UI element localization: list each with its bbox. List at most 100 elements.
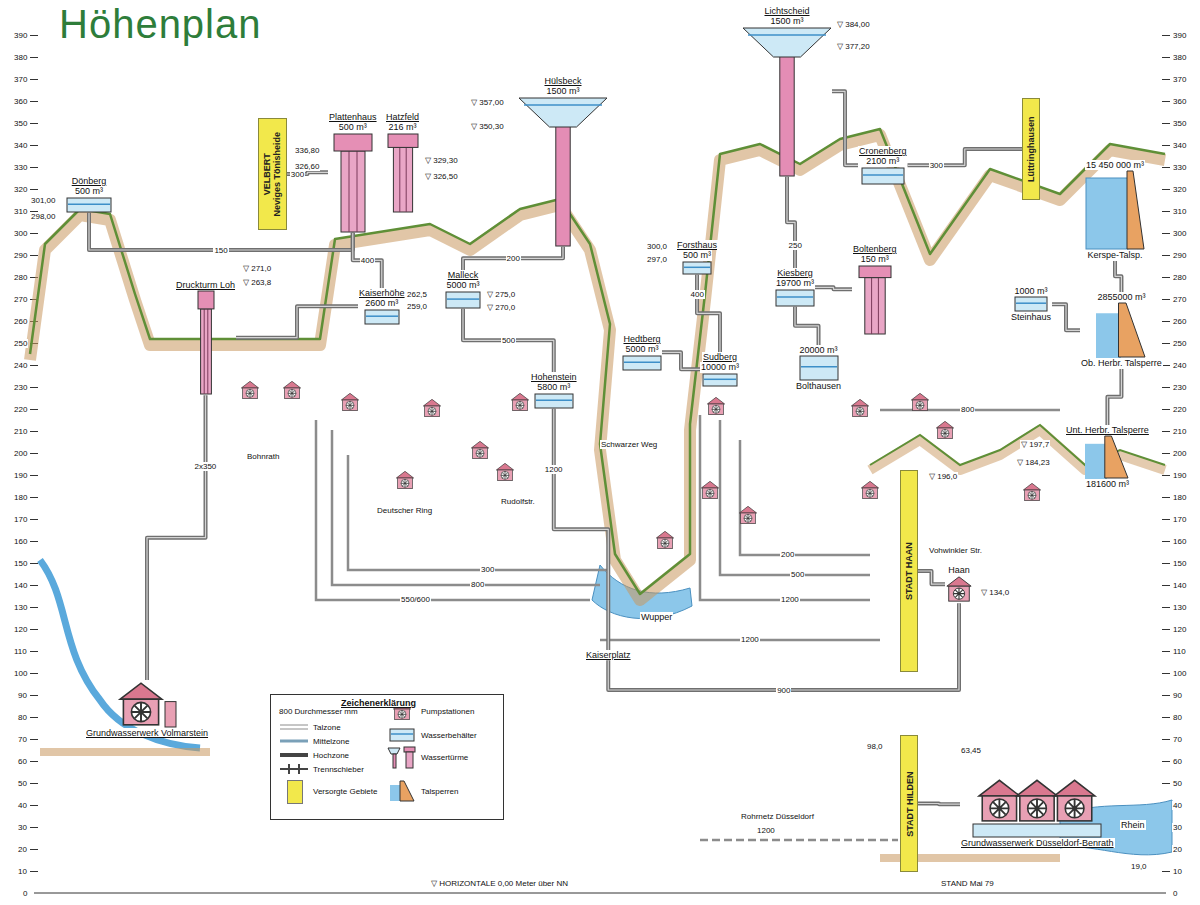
legend-text: Versorgte Gebiete (313, 787, 377, 796)
water-node: Hohenstein5800 m³ (530, 372, 578, 409)
node-name: Unt. Herbr. Talsperre (1065, 425, 1150, 435)
pump-station (471, 441, 488, 458)
pipe-diameter: 150 (213, 246, 228, 255)
plan-label: 300,0 (646, 242, 668, 251)
axis-value: 110 (13, 647, 28, 656)
pipe-inner (697, 275, 720, 352)
icon-svg (197, 290, 215, 395)
water-level (801, 366, 837, 368)
axis-value: 270 (1172, 295, 1187, 304)
axis-value: 70 (17, 735, 28, 744)
node-icon (534, 393, 574, 409)
axis-value: 60 (1172, 757, 1183, 766)
node-name: Kaiserplatz (585, 650, 632, 660)
plan-label: ▽ 184,23 (1016, 458, 1051, 467)
pipe-diameter: 300 (929, 161, 944, 170)
tank-body (446, 292, 480, 308)
legend-sample (279, 715, 309, 739)
legend-line (280, 740, 308, 743)
plan-label: 298,00 (30, 212, 56, 221)
node-icon (702, 373, 738, 387)
axis-value: 370 (13, 75, 28, 84)
node-value: 2600 m³ (364, 298, 399, 308)
axis-value: 200 (13, 449, 28, 458)
node-name: Hülsbeck (543, 76, 582, 86)
node-name: Cronenberg (858, 146, 908, 156)
axis-value: 350 (13, 119, 28, 128)
node-name: Kaiserhöhe (358, 288, 406, 298)
water-node: Grundwasserwerk Volmarstein (85, 680, 209, 738)
pipe-connector (89, 213, 353, 250)
node-name: Hatzfeld (385, 112, 420, 122)
axis-value: 150 (13, 559, 28, 568)
node-icon (1085, 170, 1145, 250)
legend-sample (279, 729, 309, 753)
node-name: 15 450 000 m³ (1085, 160, 1145, 170)
legend-sample (279, 743, 309, 767)
node-value: Kerspe-Talsp. (1087, 250, 1144, 260)
plan-label: 262,5 (406, 290, 428, 299)
plan-label: Rohrnetz Düsseldorf (740, 812, 815, 821)
pipe-inner (463, 247, 563, 270)
pump-station (979, 780, 1020, 821)
plan-label: 1200 (780, 595, 800, 604)
node-value: Steinhaus (1010, 312, 1052, 322)
plan-label: ▽ 350,30 (470, 122, 505, 131)
tank-body (862, 168, 904, 184)
tower-tank (859, 266, 891, 278)
node-name: Dönberg (71, 176, 108, 186)
axis-value: 320 (1172, 185, 1187, 194)
legend-line (280, 753, 308, 757)
pump-station (707, 397, 724, 414)
water-level (366, 315, 398, 317)
node-value: 5800 m³ (536, 382, 571, 392)
node-value: 1500 m³ (545, 86, 580, 96)
legend-sample (279, 757, 309, 781)
axis-value: 10 (1172, 867, 1183, 876)
icon-svg (518, 97, 608, 247)
plan-label: Deutscher Ring (376, 506, 433, 515)
node-value: 500 m³ (682, 250, 712, 260)
axis-value: 60 (17, 757, 28, 766)
datum-line (34, 893, 1166, 894)
icon-svg (622, 355, 662, 371)
pipe-outer (815, 287, 852, 289)
node-icon (1096, 302, 1146, 358)
water-node: Cronenberg2100 m³ (858, 146, 908, 185)
water-level (777, 296, 813, 298)
tank-body (365, 310, 399, 324)
node-name: Grundwasserwerk Düsseldorf-Benrath (960, 838, 1115, 848)
axis-value: 290 (1172, 251, 1187, 260)
reservoir-water (1086, 178, 1128, 249)
node-name: 1000 m³ (1014, 286, 1049, 296)
tower-stem (556, 126, 570, 246)
water-node: Malleck5000 m³ (445, 270, 481, 309)
pipe-inner (832, 91, 858, 165)
pump-station (120, 683, 162, 725)
plan-label: 336,80 (294, 146, 320, 155)
pipe-connector (236, 306, 358, 337)
axis-value: 380 (1172, 53, 1187, 62)
pipe-diameter: 1200 (544, 465, 564, 474)
pipe-inner (89, 213, 353, 250)
pump-station (511, 393, 528, 410)
legend-tank-level (391, 733, 413, 735)
axis-value: 80 (1172, 713, 1183, 722)
axis-value: 180 (1172, 493, 1187, 502)
axis-value: 170 (1172, 515, 1187, 524)
water-level (524, 104, 602, 106)
axis-value: 0 (1172, 889, 1178, 898)
pump-station (861, 481, 878, 498)
plan-label: ▽ 134,0 (980, 588, 1010, 597)
plan-label: 550/600 (400, 595, 431, 604)
plan-label: Wupper (640, 612, 673, 622)
node-value: 181600 m³ (1085, 479, 1130, 489)
axis-value: 40 (17, 801, 28, 810)
area-name: STADT HAAN (904, 542, 914, 600)
icon-svg (1085, 435, 1129, 479)
pipe-connector (353, 233, 382, 288)
pipe (700, 839, 898, 842)
node-value: 5000 m³ (624, 344, 659, 354)
